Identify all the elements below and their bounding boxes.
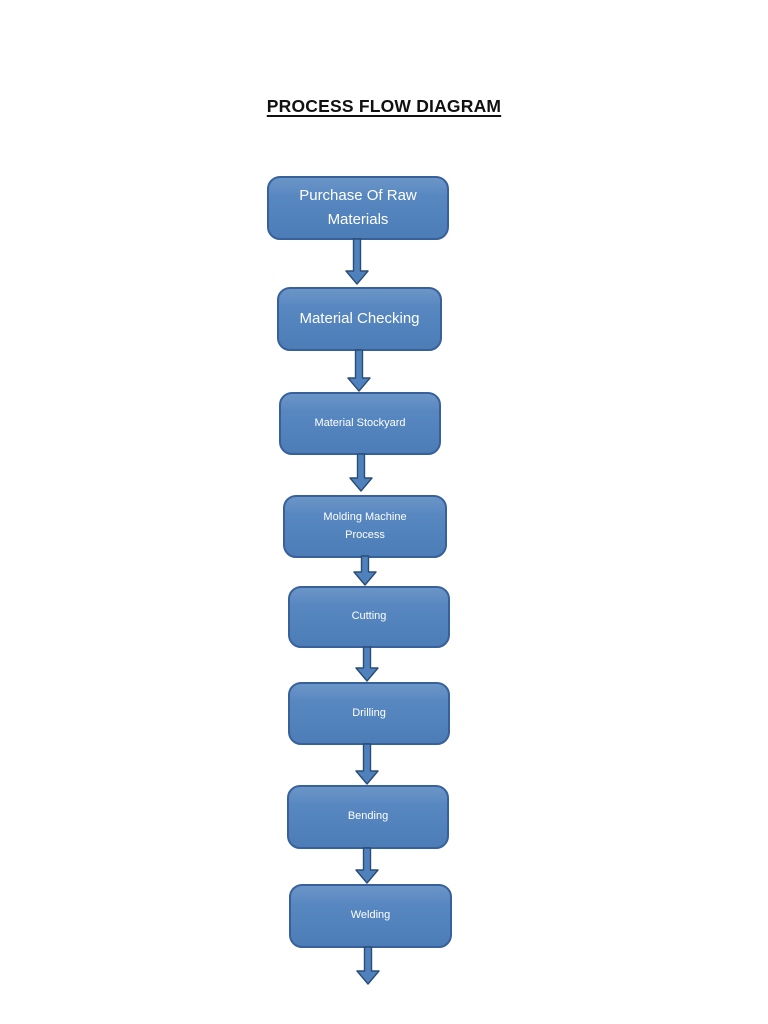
page-title: PROCESS FLOW DIAGRAM <box>266 96 502 116</box>
down-arrow-icon <box>355 646 379 682</box>
flow-node-material-checking: Material Checking <box>277 287 442 351</box>
flow-node-purchase-of-raw-materials: Purchase Of Raw Materials <box>267 176 449 240</box>
flow-node-label: Drilling <box>352 706 386 719</box>
flow-node-label: Cutting <box>351 610 387 623</box>
flow-node-label: Bending <box>347 810 389 823</box>
flow-node-label: Welding <box>350 909 391 922</box>
down-arrow-icon <box>355 743 379 785</box>
down-arrow-icon <box>345 238 369 285</box>
flow-node-molding-machine-process: Molding Machine Process <box>283 495 447 558</box>
flow-node-label: Purchase Of Raw Materials <box>299 187 417 228</box>
flow-node-label: Molding Machine Process <box>323 510 407 541</box>
down-arrow-icon <box>356 946 380 985</box>
flow-node-bending: Bending <box>287 785 449 849</box>
flow-node-welding: Welding <box>289 884 452 948</box>
down-arrow-icon <box>349 453 373 492</box>
flow-node-label: Material Stockyard <box>314 416 406 429</box>
flow-node-cutting: Cutting <box>288 586 450 648</box>
flow-node-drilling: Drilling <box>288 682 450 745</box>
down-arrow-icon <box>355 847 379 884</box>
down-arrow-icon <box>353 555 377 586</box>
down-arrow-icon <box>347 349 371 392</box>
flow-node-material-stockyard: Material Stockyard <box>279 392 441 455</box>
flow-node-label: Material Checking <box>299 310 420 327</box>
